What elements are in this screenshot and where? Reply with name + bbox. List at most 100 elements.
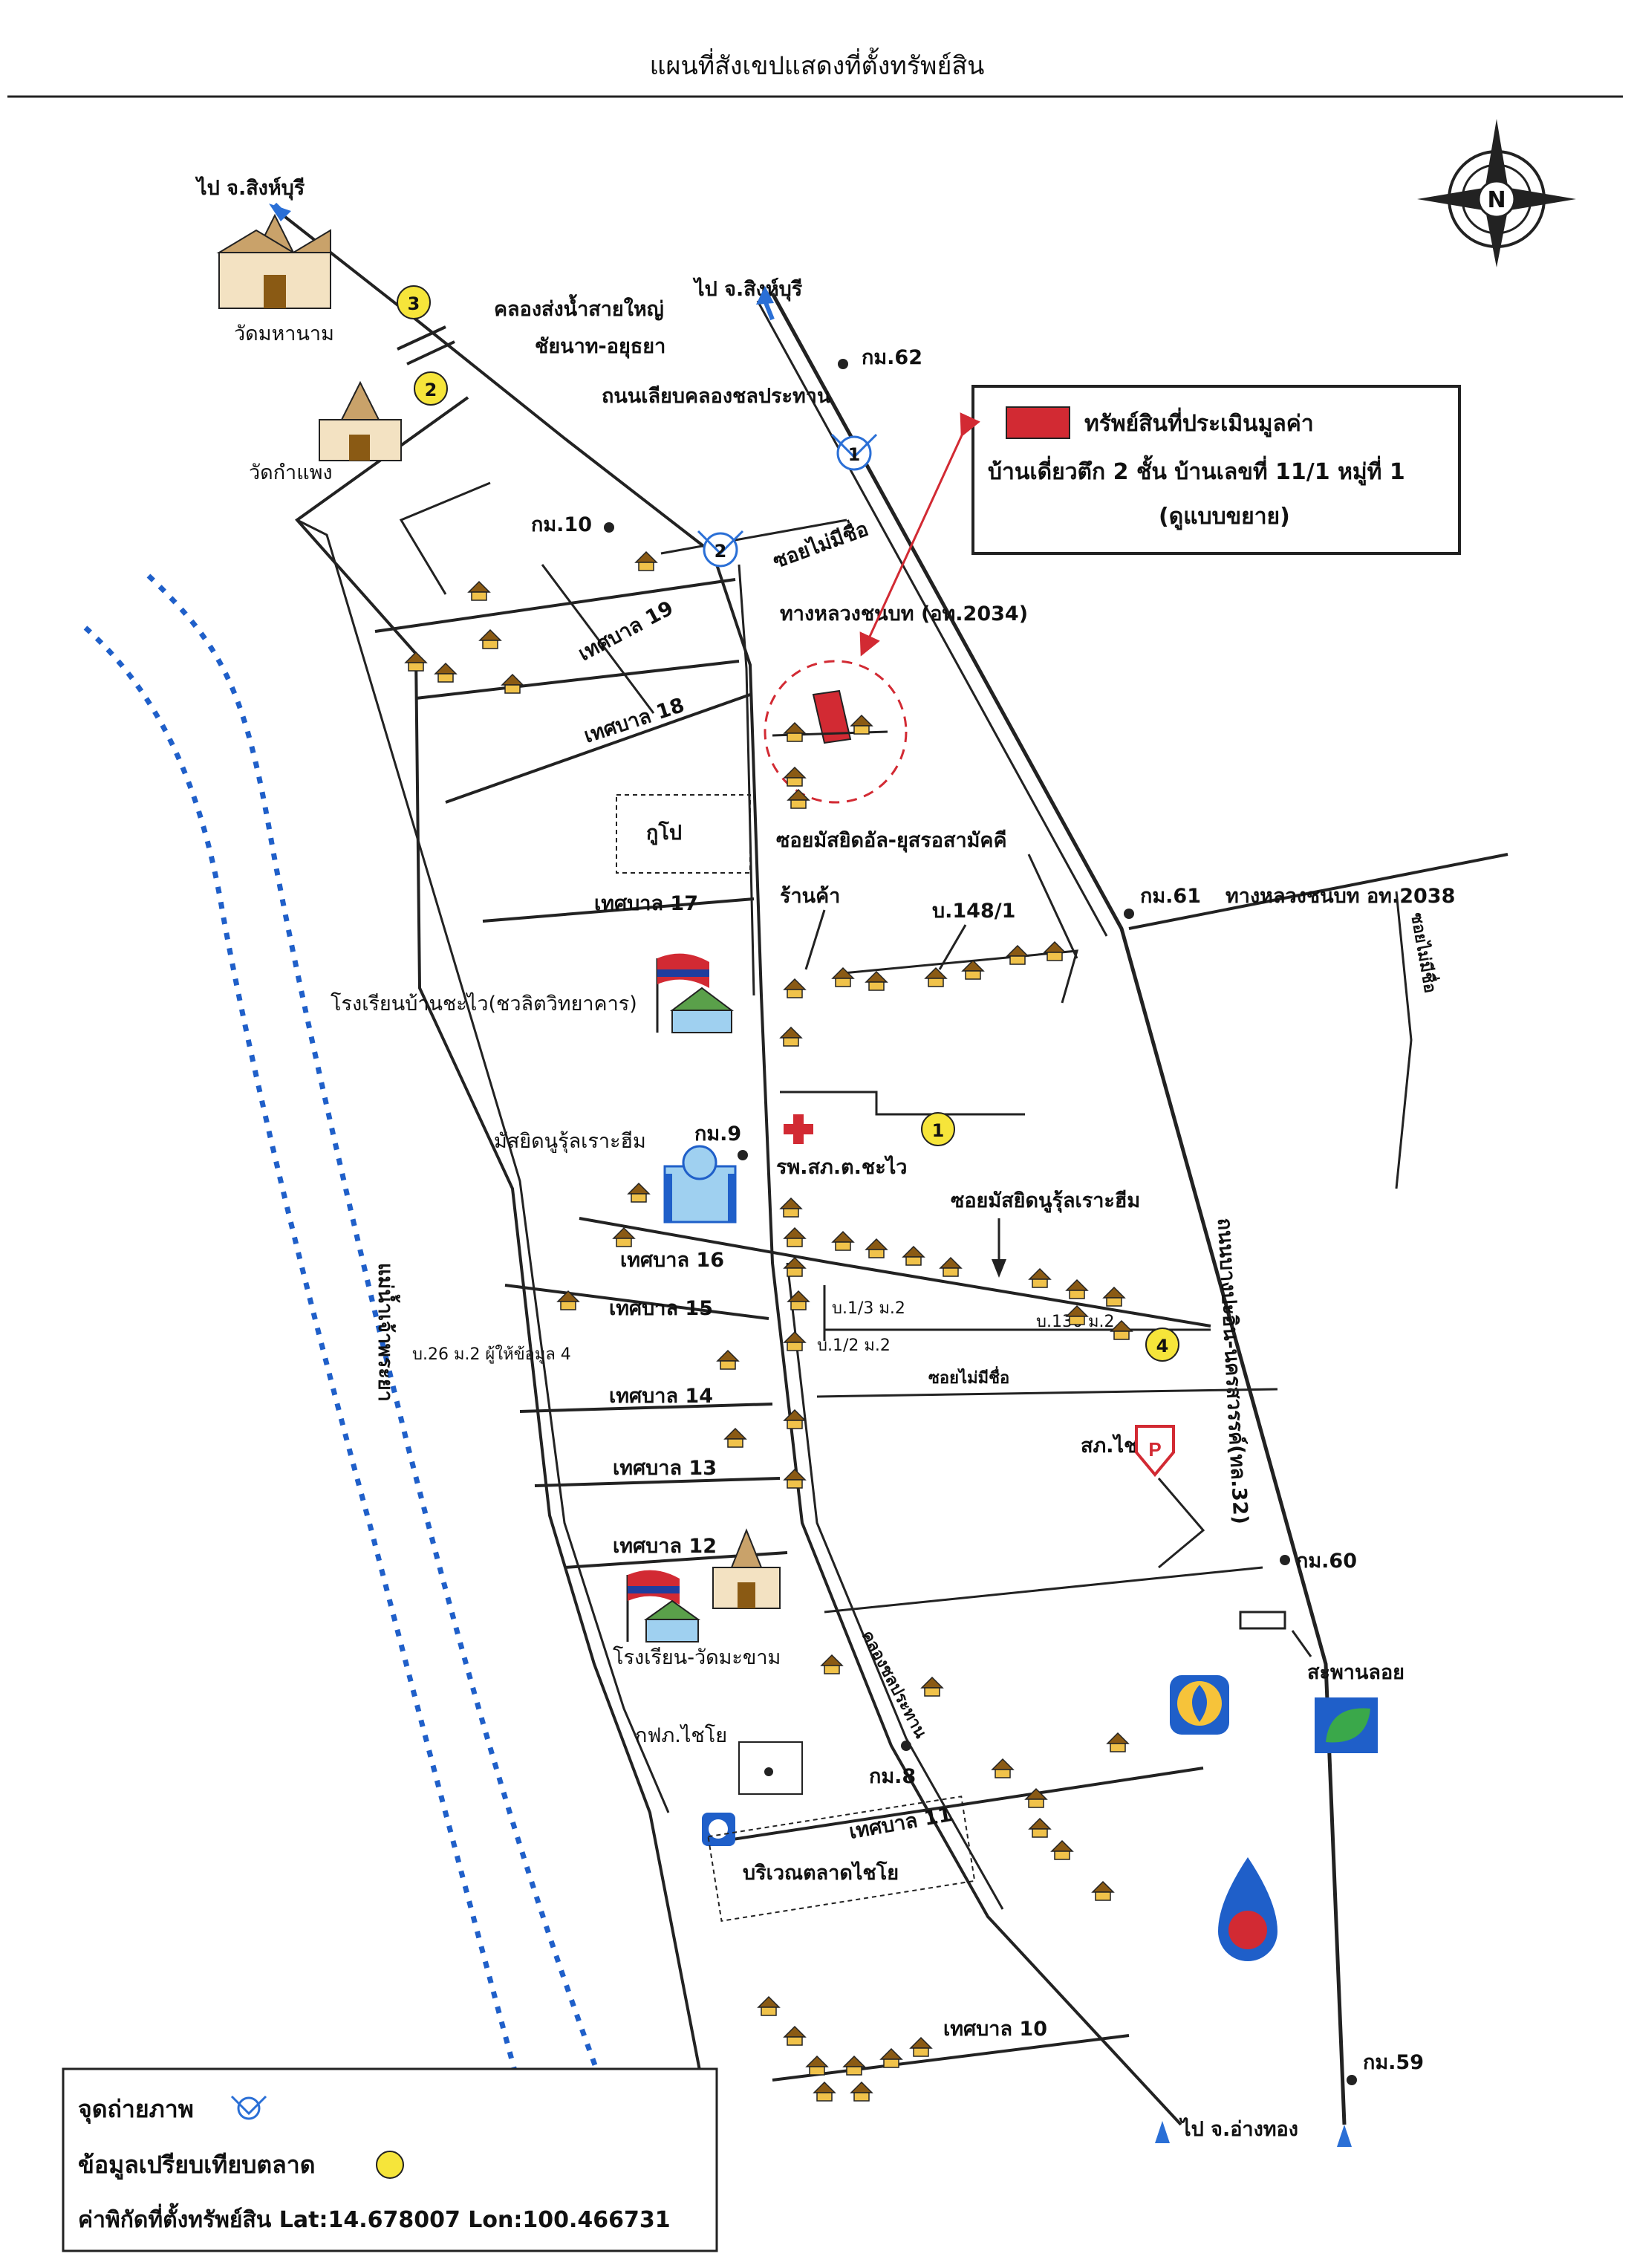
legend-comparable-label: ข้อมูลเปรียบเทียบตลาด: [78, 2151, 316, 2180]
pea-box: [738, 1741, 803, 1795]
km-markers: กม.62 กม.10 กม.61 กม.9 กม.60 กม.8 กม.59: [531, 346, 1424, 2085]
photo-point-2: 2: [697, 530, 744, 568]
north-label: N: [1487, 187, 1506, 213]
svg-text:กม.62: กม.62: [862, 346, 922, 369]
photo-point-legend-icon: [230, 2095, 267, 2120]
arrow-down-icon: [1155, 2121, 1170, 2143]
comparable-legend-icon: [376, 2151, 404, 2179]
soi-mosque-mid-label: ซอยมัสยิดนูรุ้ลเราะฮีม: [951, 1189, 1140, 1213]
kuppo-label: กูโป: [646, 820, 682, 845]
school-wat-label: โรงเรียน-วัดมะขาม: [613, 1646, 781, 1669]
house-12-label: บ.1/2 ม.2: [817, 1336, 891, 1355]
direction-angthong: ไป จ.อ่างทอง: [1179, 2117, 1298, 2141]
school-flag-icon: [656, 953, 734, 1033]
legend-coords: ค่าพิกัดที่ตั้งทรัพย์สิน Lat:14.678007 L…: [78, 2203, 671, 2233]
svg-text:กม.59: กม.59: [1363, 2051, 1424, 2074]
label-t10: เทศบาล 10: [943, 2018, 1047, 2041]
house-13-label: บ.1/3 ม.2: [832, 1299, 905, 1318]
svg-text:กม.10: กม.10: [531, 513, 592, 536]
svg-text:1: 1: [848, 444, 861, 465]
road-t10: [772, 2034, 1130, 2082]
direction-singburi-right: ไป จ.สิงห์บุรี: [692, 277, 803, 302]
arrow-up-icon: [756, 286, 774, 305]
canal2-label: ชัยนาท-อยุธยา: [535, 335, 665, 359]
svg-text:3: 3: [408, 293, 420, 314]
pt-station-logo-icon: [1218, 1857, 1277, 1961]
pea-label: กฟภ.ไชโย: [635, 1724, 727, 1747]
comparable-marker-1: 1: [921, 1112, 955, 1146]
market-box: [707, 1796, 976, 1922]
road-t18: [445, 693, 751, 804]
canal-label: คลองส่งน้ำสายใหญ่: [494, 293, 664, 321]
rural-road-2038: [1128, 853, 1508, 930]
road-t14: [519, 1403, 773, 1413]
wat-mahanam-label: วัดมหานาม: [234, 322, 334, 345]
canal-road-label: ถนนเลียบคลองชลประทาน: [602, 385, 831, 408]
canal-road: [277, 210, 1182, 2126]
road-t11: [712, 1767, 1204, 1844]
asset-legend-note: (ดูแบบขยาย): [1159, 504, 1290, 530]
police-shield-icon: P: [1135, 1425, 1175, 1478]
road-t13: [534, 1477, 781, 1487]
highway-label: ถนนบางปะอิน-นครสวรรค์(ทล.32): [1213, 1218, 1253, 1525]
svg-text:1: 1: [932, 1120, 945, 1141]
svg-text:กม.61: กม.61: [1140, 885, 1201, 908]
canal-vertical-label: คลองชลประทาน: [858, 1628, 930, 1741]
bangchak-station-logo-icon: [1315, 1697, 1378, 1753]
photo-point-1: 1: [830, 433, 878, 471]
shop-label: ร้านค้า: [780, 885, 840, 908]
legend-photo-point-label: จุดถ่ายภาพ: [78, 2095, 194, 2125]
soi-mosque-top-label: ซอยมัสยิดอัล-ยุสรอสามัคคี: [776, 829, 1007, 853]
arrow-down-highway-icon: [1337, 2125, 1352, 2147]
soi-nameless-top-label: ซอยไม่มีชื่อ: [769, 514, 871, 574]
svg-text:กม.9: กม.9: [694, 1122, 741, 1146]
arrow-up-left-icon: [269, 204, 291, 221]
pea-logo-icon: [702, 1813, 735, 1846]
svg-text:P: P: [1148, 1438, 1161, 1460]
road-t17: [482, 897, 755, 923]
svg-text:4: 4: [1156, 1336, 1169, 1356]
school-temple-icon: [626, 1528, 781, 1642]
svg-text:กม.8: กม.8: [869, 1765, 916, 1788]
kuppo-box: [616, 794, 751, 874]
comparable-marker-3: 3: [397, 285, 431, 319]
school-chawai-label: โรงเรียนบ้านชะไว(ชวลิตวิทยาคาร): [331, 992, 637, 1016]
label-t18: เทศบาล 18: [582, 694, 688, 748]
bridge-label: สะพานลอย: [1307, 1661, 1404, 1684]
river-label: แม่น้ำเจ้าพระยา: [374, 1263, 401, 1402]
road-t19: [374, 578, 736, 633]
temple-icon: [319, 380, 402, 461]
asset-pointer-arrow: [859, 412, 980, 657]
hospital-cross-icon: [784, 1114, 813, 1144]
house-26-label: บ.26 ม.2 ผู้ให้ข้อมูล 4: [412, 1345, 571, 1364]
label-t11: เทศบาล 11: [847, 1803, 954, 1844]
svg-text:2: 2: [425, 380, 437, 400]
svg-text:กม.60: กม.60: [1296, 1550, 1357, 1573]
hospital-label: รพ.สภ.ต.ชะไว: [776, 1155, 907, 1179]
house-148-label: บ.148/1: [932, 900, 1015, 923]
wat-kamphaeng-label: วัดกำแพง: [249, 461, 333, 484]
label-t16: เทศบาล 16: [620, 1249, 724, 1272]
north-arrow-icon: N: [1417, 119, 1576, 267]
svg-text:2: 2: [715, 541, 727, 562]
ptt-station-logo-icon: [1170, 1675, 1229, 1735]
label-t12: เทศบาล 12: [613, 1535, 717, 1558]
direction-singburi-left: ไป จ.สิงห์บุรี: [195, 176, 305, 201]
road-t15: [504, 1284, 769, 1320]
label-t19: เทศบาล 19: [575, 597, 677, 666]
comparable-marker-2: 2: [414, 371, 448, 406]
comparable-marker-4: 4: [1145, 1328, 1179, 1362]
market-label: บริเวณตลาดไชโย: [743, 1860, 899, 1885]
bridge-marker: [1239, 1611, 1286, 1630]
asset-legend-desc: บ้านเดี่ยวตึก 2 ชั้น บ้านเลขที่ 11/1 หมู…: [988, 455, 1405, 486]
rural-road-2038-label: ทางหลวงชนบท อท.2038: [1226, 885, 1455, 908]
rural-road-label: ทางหลวงชนบท (อท.2034): [780, 602, 1028, 626]
road-t16: [579, 1217, 1211, 1328]
soi-right-label: ซอยไม่มีชื่อ: [1407, 911, 1443, 995]
label-t14: เทศบาล 14: [609, 1385, 713, 1408]
asset-swatch: [1006, 406, 1070, 439]
asset-parcel: [812, 689, 852, 744]
mosque-icon: [663, 1145, 737, 1224]
asset-legend-label: ทรัพย์สินที่ประเมินมูลค่า: [1084, 407, 1314, 438]
